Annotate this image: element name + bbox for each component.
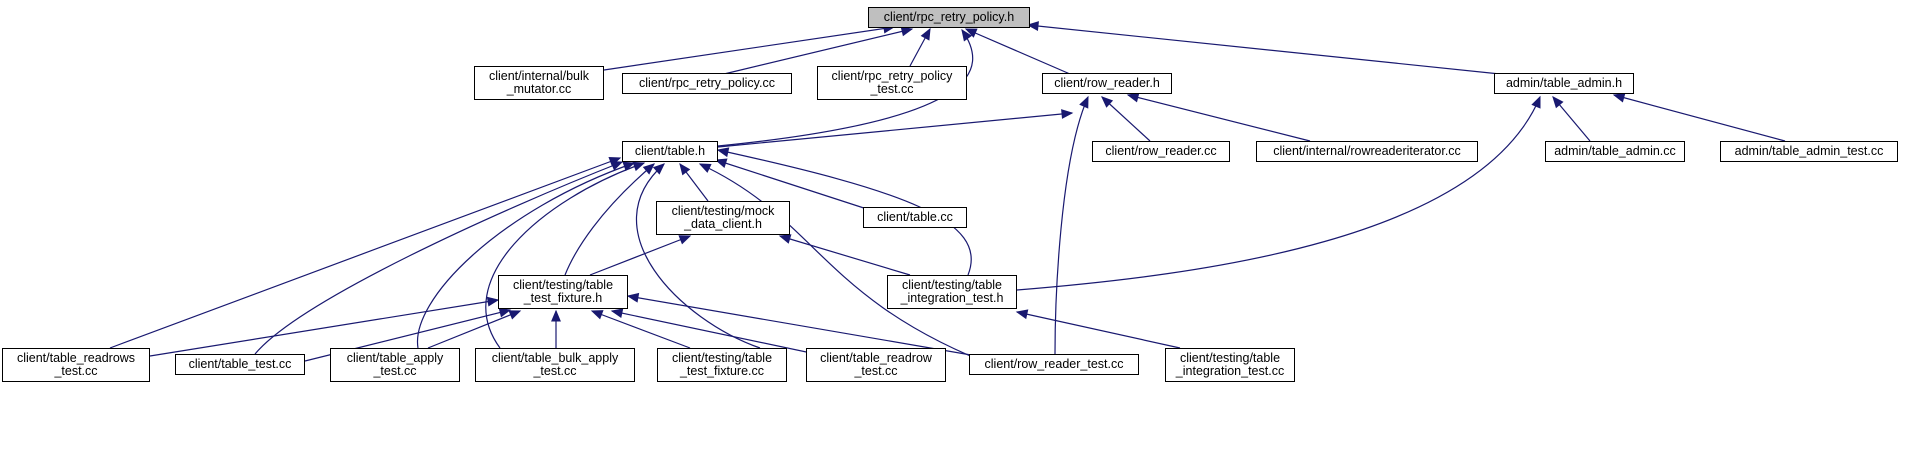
node-mock-data-client-h[interactable]: client/testing/mock _data_client.h — [656, 201, 790, 235]
edge-root-row-reader-h — [965, 28, 1071, 75]
edge-table-h-table-apply-test-arrowhead — [622, 161, 636, 172]
edge-table-admin-h-table-admin-cc-arrowhead — [1552, 96, 1564, 109]
edge-fixture-table-test-fixture-cc-arrowhead — [590, 310, 604, 320]
edge-root-bulk-mutator — [603, 26, 895, 71]
node-table-test-fixture-cc[interactable]: client/testing/table _test_fixture.cc — [657, 348, 787, 382]
edge-table-h-table-cc-arrowhead — [714, 158, 728, 168]
edge-fixture-table-readrows-test — [149, 299, 499, 357]
edge-root-rpc-retry-policy-cc-arrowhead — [900, 26, 914, 37]
edge-table-h-table-readrow-test — [635, 163, 761, 349]
node-table-admin-h[interactable]: admin/table_admin.h — [1494, 73, 1634, 94]
edge-row-reader-h-table-h — [717, 112, 1073, 148]
edge-table-h-table-test — [254, 161, 623, 355]
edge-table-h-table-apply-test — [416, 162, 635, 349]
node-row-reader-cc[interactable]: client/row_reader.cc — [1092, 141, 1230, 162]
node-table-readrow-test-cc[interactable]: client/table_readrow _test.cc — [806, 348, 946, 382]
edge-table-h-table-test-fixture-h-arrowhead — [642, 163, 655, 175]
edge-table-h-integration-test-h — [717, 149, 972, 276]
node-root-rpc-retry-policy-h: client/rpc_retry_policy.h — [868, 7, 1030, 28]
edge-mock-data-client-table-test-fixture-h-arrowhead — [678, 235, 692, 245]
edge-table-h-table-bulk-apply-test-arrowhead — [632, 161, 646, 172]
node-table-h[interactable]: client/table.h — [622, 141, 718, 162]
node-table-integration-test-cc[interactable]: client/testing/table _integration_test.c… — [1165, 348, 1295, 382]
node-row-reader-h[interactable]: client/row_reader.h — [1042, 73, 1172, 94]
edge-table-admin-h-integration-test-h — [1016, 96, 1541, 291]
edge-row-reader-h-row-reader-cc — [1101, 96, 1151, 142]
node-table-integration-test-h[interactable]: client/testing/table _integration_test.h — [887, 275, 1017, 309]
edge-root-table-h-arrowhead — [961, 28, 973, 42]
edge-table-h-table-test-fixture-h — [564, 163, 655, 276]
node-table-bulk-apply-test-cc[interactable]: client/table_bulk_apply _test.cc — [475, 348, 635, 382]
edge-table-h-integration-test-h-arrowhead — [716, 147, 730, 158]
node-table-test-fixture-h[interactable]: client/testing/table _test_fixture.h — [498, 275, 628, 309]
node-rowreaderiterator-cc[interactable]: client/internal/rowreaderiterator.cc — [1256, 141, 1478, 162]
edge-root-rpc-retry-policy-test-arrowhead — [920, 27, 931, 41]
edge-row-reader-h-row-reader-test-arrowhead — [1079, 95, 1089, 109]
edge-row-reader-h-rowreaderiterator — [1127, 94, 1311, 142]
edge-fixture-table-readrow-test — [611, 310, 831, 358]
edge-table-admin-h-table-admin-test-arrowhead — [1612, 92, 1626, 103]
edge-fixture-table-readrows-test-arrowhead — [486, 296, 500, 307]
edge-table-admin-h-integration-test-h-arrowhead — [1531, 95, 1541, 109]
edge-table-h-table-readrows-test — [109, 157, 621, 349]
edge-root-table-admin-h-arrowhead — [1026, 21, 1039, 32]
edge-fixture-table-bulk-apply-test-arrowhead — [551, 309, 561, 322]
node-row-reader-test-cc[interactable]: client/row_reader_test.cc — [969, 354, 1139, 375]
edge-fixture-row-reader-test-arrowhead — [626, 292, 640, 303]
edge-table-h-table-test-arrowhead — [610, 161, 624, 171]
edge-root-table-admin-h — [1027, 24, 1501, 75]
edge-table-h-row-reader-test-arrowhead — [698, 163, 712, 173]
edge-mock-data-client-table-test-fixture-h — [589, 235, 691, 276]
edge-integration-test-h-integration-test-cc-arrowhead — [1015, 309, 1029, 320]
edge-integration-test-h-integration-test-cc — [1016, 311, 1181, 349]
edge-fixture-table-test-arrowhead — [498, 307, 512, 318]
edge-table-h-row-reader-test — [699, 163, 1001, 369]
edge-root-rpc-retry-policy-cc — [723, 28, 913, 75]
edge-fixture-table-apply-test-arrowhead — [508, 310, 522, 320]
edge-root-row-reader-h-arrowhead — [964, 28, 978, 38]
edge-table-admin-h-table-admin-test — [1613, 94, 1786, 142]
node-rpc-retry-policy-test-cc[interactable]: client/rpc_retry_policy _test.cc — [817, 66, 967, 100]
node-table-cc[interactable]: client/table.cc — [863, 207, 967, 228]
edge-table-h-table-bulk-apply-test — [485, 162, 645, 349]
edge-table-h-mock-data-client-arrowhead — [679, 162, 691, 176]
edge-row-reader-h-rowreaderiterator-arrowhead — [1126, 92, 1140, 103]
edge-mock-data-client-integration-test-h-arrowhead — [778, 234, 792, 244]
node-rpc-retry-policy-cc[interactable]: client/rpc_retry_policy.cc — [622, 73, 792, 94]
node-table-admin-test-cc[interactable]: admin/table_admin_test.cc — [1720, 141, 1898, 162]
node-bulk-mutator-cc[interactable]: client/internal/bulk _mutator.cc — [474, 66, 604, 100]
node-table-apply-test-cc[interactable]: client/table_apply _test.cc — [330, 348, 460, 382]
edge-fixture-table-apply-test — [427, 310, 521, 349]
edge-table-h-table-readrow-test-arrowhead — [652, 163, 665, 175]
edge-fixture-table-test-fixture-cc — [591, 310, 691, 349]
edge-row-reader-h-row-reader-test — [1054, 96, 1089, 355]
edge-table-h-table-cc — [715, 159, 871, 211]
edge-fixture-table-readrow-test-arrowhead — [610, 308, 624, 319]
node-table-admin-cc[interactable]: admin/table_admin.cc — [1545, 141, 1685, 162]
node-table-readrows-test-cc[interactable]: client/table_readrows _test.cc — [2, 348, 150, 382]
edge-row-reader-h-row-reader-cc-arrowhead — [1101, 96, 1114, 108]
node-table-test-cc[interactable]: client/table_test.cc — [175, 354, 305, 375]
edge-row-reader-h-table-h-arrowhead — [1061, 109, 1074, 119]
edge-mock-data-client-integration-test-h — [779, 235, 911, 276]
